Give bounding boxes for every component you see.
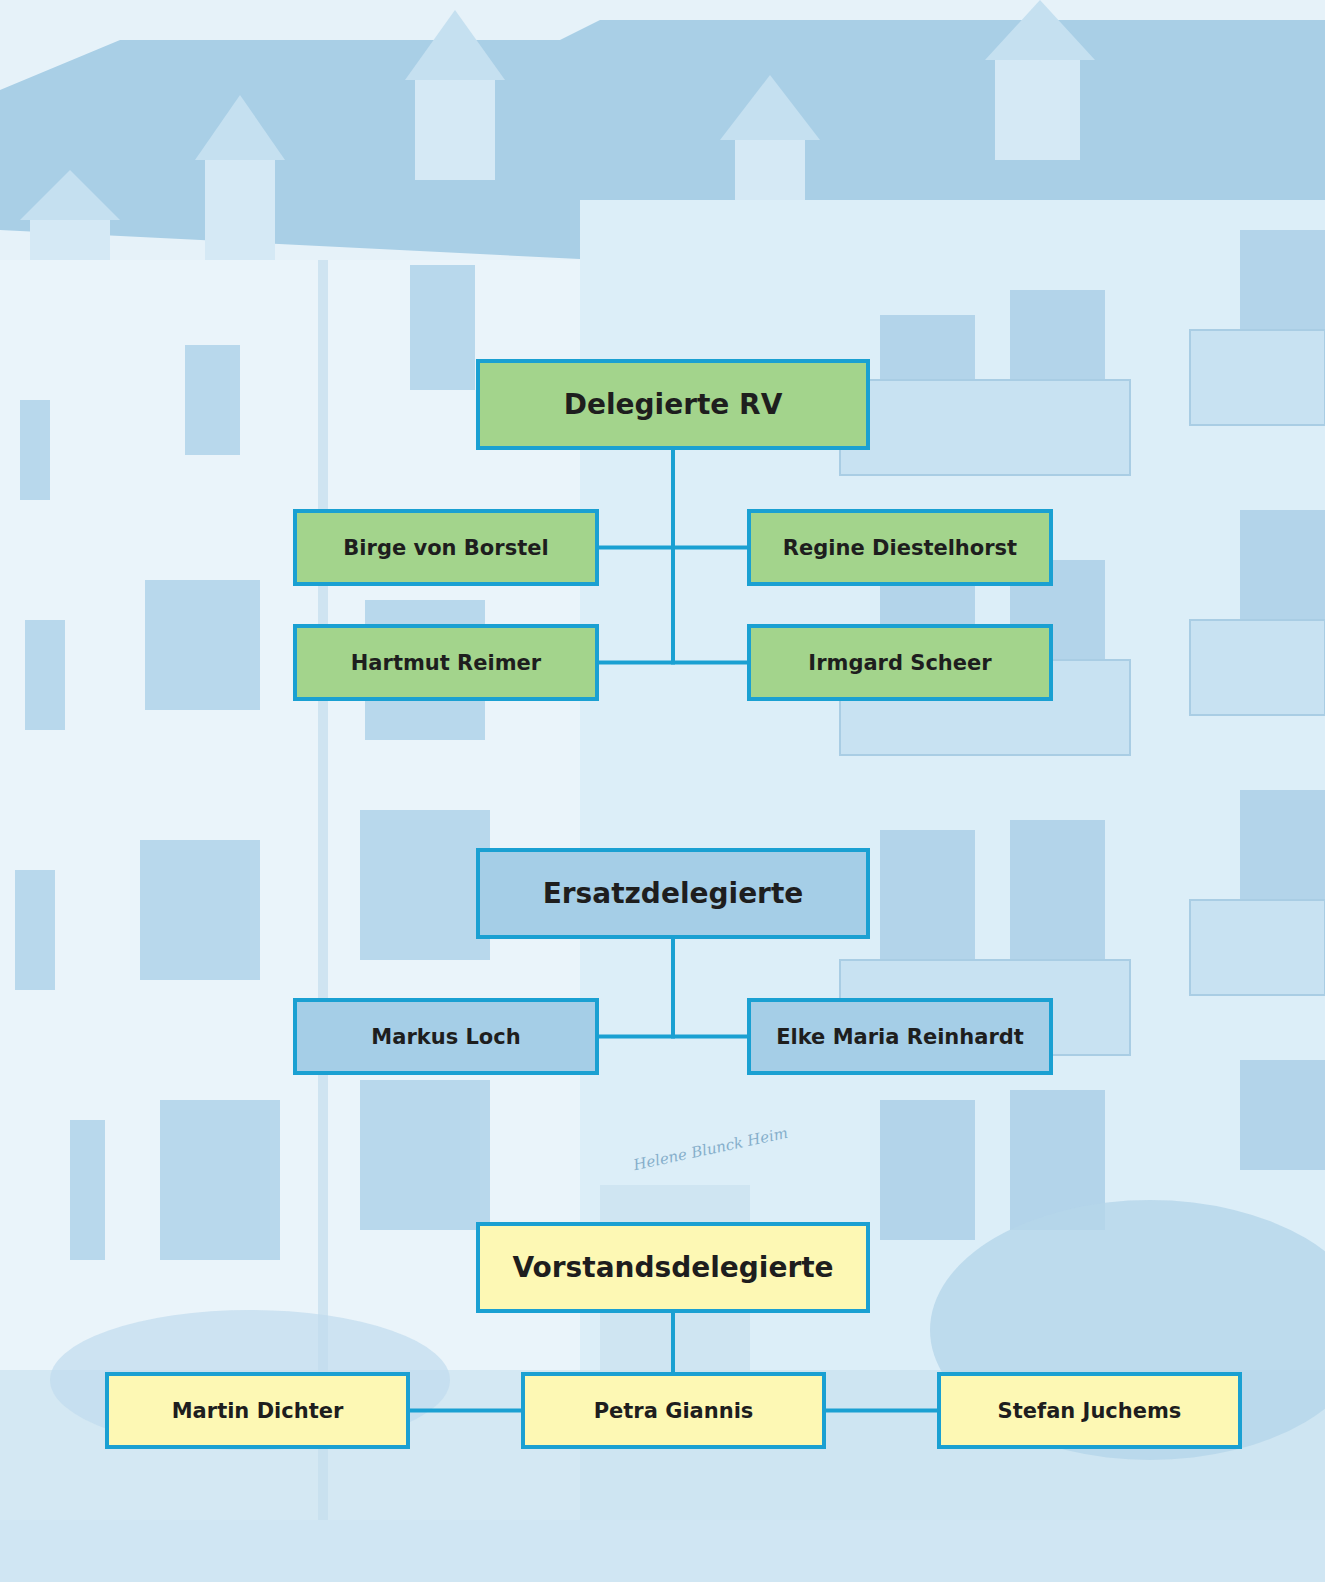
tree-connector	[673, 939, 747, 1037]
box-label: Elke Maria Reinhardt	[776, 1025, 1024, 1049]
box-label: Petra Giannis	[594, 1399, 754, 1423]
tree-connector	[826, 1409, 937, 1413]
box-label: Irmgard Scheer	[808, 651, 991, 675]
box-label: Birge von Borstel	[343, 536, 548, 560]
box-label: Vorstandsdelegierte	[512, 1251, 833, 1284]
box-label: Ersatzdelegierte	[543, 877, 804, 910]
org-box: Ersatzdelegierte	[476, 848, 870, 939]
org-box: Martin Dichter	[105, 1372, 410, 1449]
org-box: Hartmut Reimer	[293, 624, 599, 701]
tree-connector	[599, 450, 673, 548]
tree-connector	[599, 450, 673, 663]
org-box: Irmgard Scheer	[747, 624, 1053, 701]
org-box: Petra Giannis	[521, 1372, 826, 1449]
box-label: Delegierte RV	[564, 388, 783, 421]
org-box: Regine Diestelhorst	[747, 509, 1053, 586]
tree-connector	[673, 450, 747, 663]
tree-connector	[673, 450, 747, 548]
tree-connector	[599, 939, 673, 1037]
box-label: Hartmut Reimer	[351, 651, 541, 675]
org-box: Stefan Juchems	[937, 1372, 1242, 1449]
org-box: Elke Maria Reinhardt	[747, 998, 1053, 1075]
org-box: Delegierte RV	[476, 359, 870, 450]
tree-connector	[410, 1409, 521, 1413]
org-box: Vorstandsdelegierte	[476, 1222, 870, 1313]
org-box: Markus Loch	[293, 998, 599, 1075]
org-box: Birge von Borstel	[293, 509, 599, 586]
tree-connector	[671, 1313, 675, 1372]
box-label: Regine Diestelhorst	[783, 536, 1017, 560]
box-label: Martin Dichter	[172, 1399, 344, 1423]
box-label: Stefan Juchems	[998, 1399, 1182, 1423]
box-label: Markus Loch	[371, 1025, 520, 1049]
